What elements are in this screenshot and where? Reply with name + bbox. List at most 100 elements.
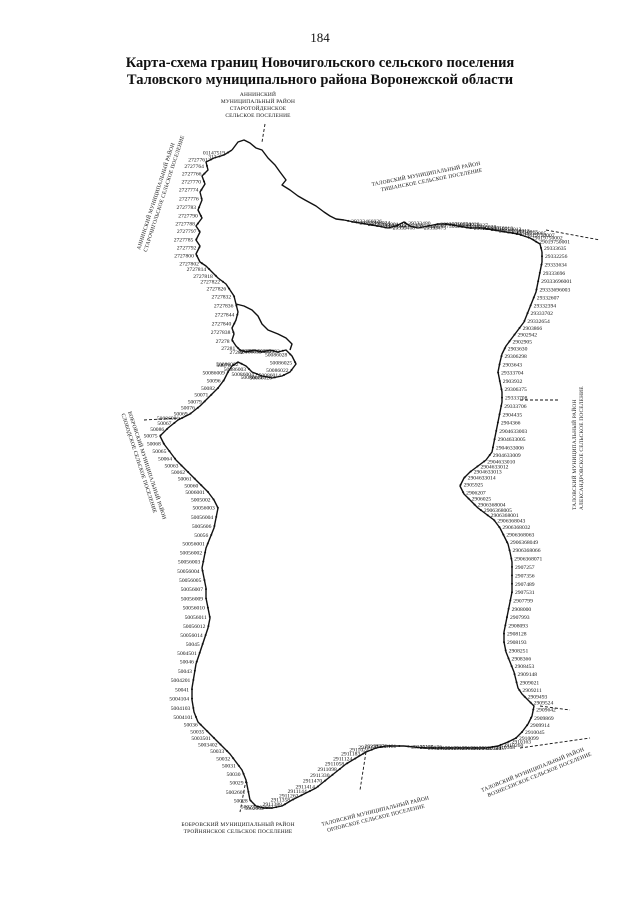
- boundary-point-label: 2727844: [215, 313, 235, 319]
- boundary-point-label: 50086011: [241, 375, 263, 381]
- boundary-point-label: 2908251: [509, 648, 529, 654]
- boundary-point-label: 2906368005: [484, 508, 512, 514]
- boundary-point-label: 50086025: [270, 360, 293, 366]
- boundary-point-label: 2727790: [178, 214, 198, 220]
- boundary-point-label: 2727788: [175, 221, 195, 227]
- page-number: 184: [310, 30, 330, 45]
- boundary-point-label: 2727838: [211, 330, 231, 336]
- boundary-point: [407, 745, 410, 748]
- boundary-point: [231, 339, 234, 342]
- boundary-point-label: 2911098: [317, 767, 337, 773]
- boundary-point: [338, 767, 341, 770]
- boundary-point-label: 50056012: [183, 624, 206, 630]
- boundary-point: [205, 164, 208, 167]
- boundary-point-label: 01147519: [203, 150, 225, 156]
- boundary-point: [189, 412, 192, 415]
- boundary-point: [486, 514, 489, 517]
- boundary-point: [236, 313, 239, 316]
- boundary-point-label: 2903643: [503, 362, 523, 368]
- boundary-point: [290, 368, 293, 371]
- boundary-point: [453, 224, 456, 227]
- boundary-point-label: 5003402: [198, 743, 218, 749]
- boundary-point: [256, 805, 259, 808]
- boundary-point-label: 2907993: [510, 615, 530, 621]
- boundary-point: [491, 745, 494, 748]
- boundary-point: [449, 747, 452, 749]
- boundary-point: [346, 762, 349, 765]
- boundary-point-label: 2906368004: [478, 503, 506, 509]
- boundary-point-label: 2906368071: [514, 557, 542, 563]
- boundary-point-label: 2727822: [200, 280, 220, 286]
- boundary-point: [504, 649, 507, 652]
- boundary-point-label: 29333469: [416, 225, 439, 231]
- boundary-point-label: 2906368001: [491, 513, 519, 519]
- boundary-point-label: 50062: [171, 470, 185, 476]
- boundary-point: [205, 588, 207, 591]
- boundary-point-label: 50075: [144, 433, 158, 439]
- boundary-point: [511, 582, 513, 585]
- boundary-point: [180, 464, 183, 467]
- boundary-point-label: 50086009: [202, 370, 225, 376]
- boundary-point: [526, 724, 529, 727]
- boundary-left-upper: [231, 139, 345, 221]
- boundary-point-label: 29019750034: [440, 222, 471, 228]
- boundary-point: [363, 222, 366, 225]
- boundary-point: [500, 355, 503, 358]
- boundary-point-label: 50056004: [191, 515, 214, 521]
- boundary-point-label: 2911070: [358, 745, 378, 751]
- boundary-point-label: 2727832: [212, 295, 232, 301]
- boundary-point: [232, 331, 235, 334]
- boundary-point: [245, 350, 248, 353]
- boundary-point: [232, 757, 235, 760]
- boundary-point: [518, 326, 521, 329]
- boundary-point-label: 29332394: [534, 303, 557, 309]
- boundary-point-label: 2910099: [519, 736, 539, 742]
- tick-left-mid: [143, 417, 181, 421]
- boundary-point-label: 5006001: [185, 490, 205, 496]
- boundary-point: [233, 322, 236, 325]
- boundary-point-label: 2727776: [179, 196, 199, 202]
- boundary-point-label: 27282: [230, 350, 244, 356]
- boundary-point-label: 5004103: [171, 706, 191, 712]
- boundary-point: [388, 745, 391, 747]
- boundary-point: [461, 225, 464, 228]
- boundary-point: [263, 350, 266, 353]
- boundary-point-label: 29333468: [393, 226, 416, 232]
- boundary-point-label: 2727761: [188, 158, 208, 164]
- boundary-point: [275, 806, 278, 809]
- boundary-point-label: 2904633012: [480, 464, 508, 470]
- boundary-point-label: 2909869: [534, 716, 554, 722]
- boundary-point-label: 29333475: [424, 225, 447, 231]
- boundary-point-label: 50056014: [180, 633, 203, 639]
- region-right-middle-line-1: ТАЛОВСКИЙ МУНИЦИПАЛЬНЫЙ РАЙОН: [570, 399, 578, 510]
- boundary-point-label: 29019750005: [516, 231, 547, 237]
- district-ticks: [143, 123, 601, 813]
- boundary-point-label: 50063: [164, 463, 178, 469]
- boundary-point: [493, 438, 496, 441]
- boundary-point: [192, 679, 195, 682]
- boundary-point-label: 50064: [158, 457, 172, 463]
- boundary-point-label: 50056001: [182, 542, 205, 548]
- boundary-point: [265, 807, 268, 809]
- boundary-point-label: 29320590: [470, 746, 493, 752]
- boundary-point-label: 2911330: [310, 773, 330, 779]
- boundary-point-label: 2727774: [179, 188, 199, 194]
- boundary-point: [398, 745, 401, 747]
- boundary-point: [212, 498, 215, 501]
- region-top-line-2: МУНИЦИПАЛЬНЫЙ РАЙОН: [221, 97, 295, 105]
- boundary-point-label: 2908000: [512, 607, 532, 613]
- boundary-point: [226, 750, 229, 753]
- boundary-point-label: 2904633009: [493, 453, 521, 459]
- boundary-point: [212, 736, 215, 739]
- boundary-point: [396, 224, 399, 227]
- boundary-point-label: 2727770: [182, 180, 202, 186]
- boundary-point-label: 2904435: [503, 412, 523, 418]
- boundary-point-label: 29335176: [462, 746, 485, 752]
- boundary-point-label: 50045: [186, 642, 200, 648]
- boundary-point: [498, 526, 501, 529]
- boundary-point-label: 29333702: [531, 311, 554, 317]
- boundary-point-label: 2906025: [472, 497, 492, 503]
- boundary-point-label: 5004101: [173, 715, 193, 721]
- boundary-point: [404, 221, 407, 224]
- boundary-point-label: 2727818: [193, 274, 213, 280]
